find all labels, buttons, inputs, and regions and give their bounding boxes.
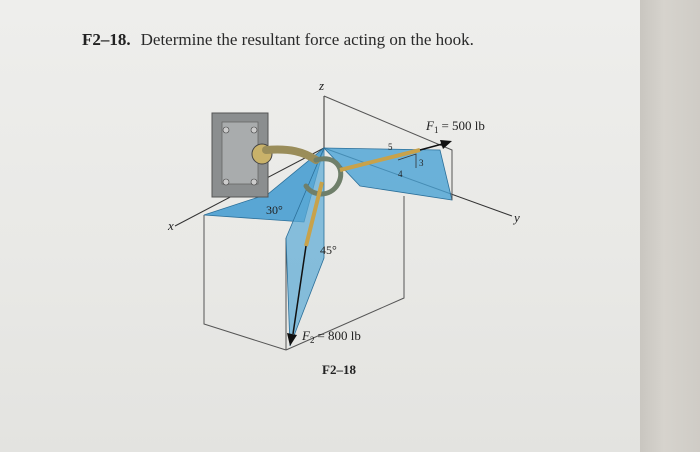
problem-heading: F2–18. Determine the resultant force acti… [82,30,474,50]
slope-triangle [397,153,417,168]
f2-force-arrow [287,181,324,346]
slope-rise-label: 3 [419,158,424,168]
problem-number: F2–18. [82,30,131,49]
wall-plate [211,112,273,198]
f2-label: F2= 800 lb [301,328,361,345]
f1-symbol: F [425,118,435,133]
x-axis-label: x [167,218,174,233]
f2-symbol: F [301,328,311,343]
f2-value: = 800 lb [317,328,360,343]
problem-statement: Determine the resultant force acting on … [140,30,474,49]
f1-value: = 500 lb [441,118,484,133]
f1-force-arrow [339,140,452,172]
angle-45-label: 45° [320,243,337,257]
slope-run-label: 4 [398,169,403,179]
f1-label: F1= 500 lb [425,118,485,135]
figure-caption: F2–18 [322,362,356,377]
f2-subscript: 2 [310,335,315,345]
dimension-box [203,196,405,351]
f1-plane-outline [323,95,453,200]
f1-subscript: 1 [434,125,439,135]
y-axis-label: y [512,210,520,225]
background-edge [640,0,700,452]
slope-hyp-label: 5 [388,142,393,152]
vertical-plane-shade-f2 [285,147,325,347]
angle-30-label: 30° [266,203,283,217]
z-axis-label: z [318,78,324,93]
hook [262,145,344,197]
